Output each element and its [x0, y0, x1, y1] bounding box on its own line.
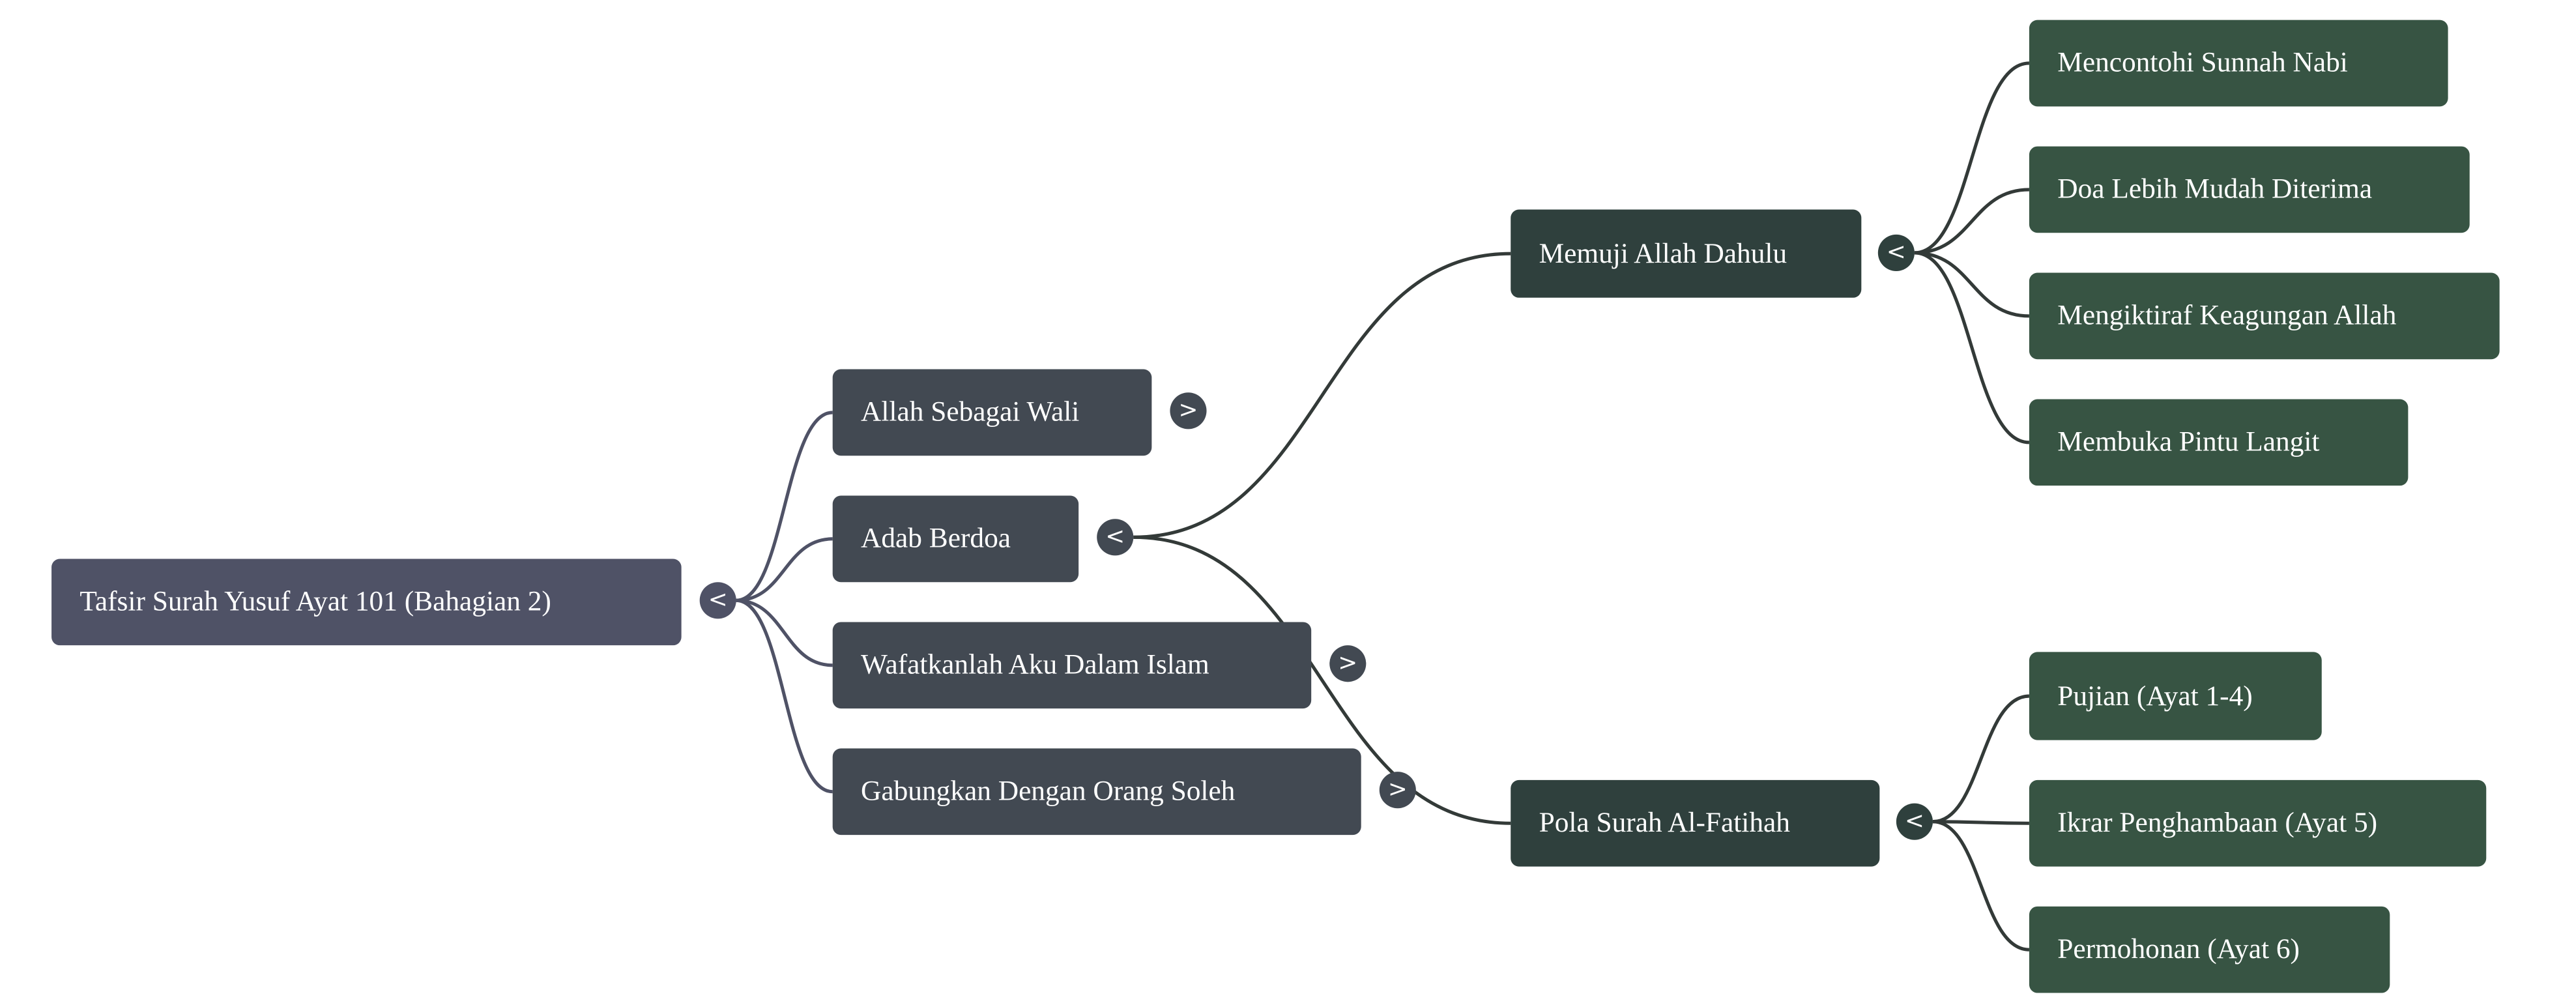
- collapse-toggle-icon[interactable]: >: [1329, 645, 1367, 682]
- collapse-toggle-icon[interactable]: <: [1877, 234, 1915, 271]
- leaf-node[interactable]: Pujian (Ayat 1-4): [2029, 652, 2322, 740]
- leaf-node[interactable]: Membuka Pintu Langit: [2029, 399, 2409, 486]
- subtopic-node[interactable]: Memuji Allah Dahulu: [1511, 209, 1862, 298]
- connector-line: [1932, 694, 2030, 824]
- branch-node[interactable]: Wafatkanlah Aku Dalam Islam: [832, 622, 1312, 709]
- leaf-node[interactable]: Mencontohi Sunnah Nabi: [2029, 20, 2448, 107]
- collapse-toggle-icon[interactable]: >: [1379, 772, 1416, 809]
- connector-line: [1914, 188, 2029, 255]
- collapse-toggle-icon[interactable]: <: [1896, 803, 1933, 840]
- leaf-node[interactable]: Ikrar Penghambaan (Ayat 5): [2029, 779, 2487, 867]
- connector-line: [1133, 252, 1511, 539]
- collapse-toggle-icon[interactable]: >: [1170, 392, 1207, 429]
- subtopic-node[interactable]: Pola Surah Al-Fatihah: [1511, 779, 1880, 867]
- connector-line: [736, 411, 833, 602]
- collapse-toggle-icon[interactable]: <: [699, 582, 736, 619]
- branch-node[interactable]: Gabungkan Dengan Orang Soleh: [832, 748, 1361, 836]
- root-node[interactable]: Tafsir Surah Yusuf Ayat 101 (Bahagian 2): [51, 559, 682, 646]
- connector-line: [1932, 820, 2029, 825]
- collapse-toggle-icon[interactable]: <: [1097, 519, 1134, 556]
- connector-line: [736, 537, 833, 602]
- branch-node[interactable]: Adab Berdoa: [832, 495, 1079, 583]
- connector-line: [1914, 61, 2030, 255]
- leaf-node[interactable]: Mengiktiraf Keagungan Allah: [2029, 272, 2500, 360]
- leaf-node[interactable]: Doa Lebih Mudah Diterima: [2029, 146, 2470, 233]
- connector-line: [736, 598, 833, 794]
- connector-line: [736, 598, 833, 667]
- connector-line: [1914, 251, 2029, 318]
- connector-line: [1914, 251, 2030, 444]
- connector-line: [1932, 820, 2030, 952]
- branch-node[interactable]: Allah Sebagai Wali: [832, 369, 1152, 456]
- connector-line: [1133, 535, 1511, 825]
- leaf-node[interactable]: Permohonan (Ayat 6): [2029, 906, 2390, 993]
